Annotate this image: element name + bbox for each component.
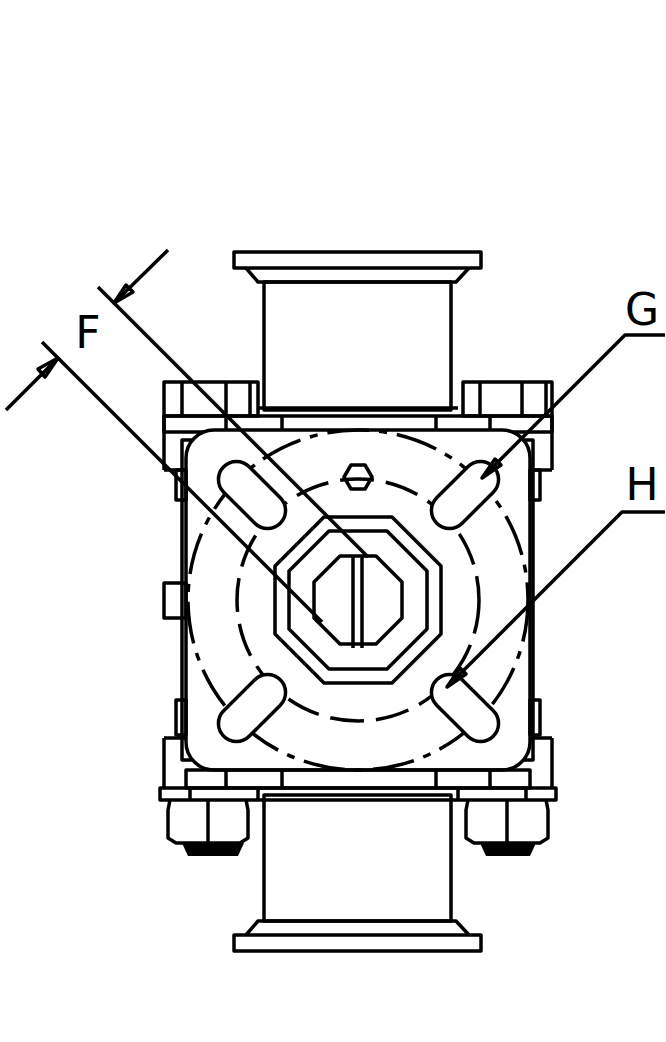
leader-line [447,512,665,687]
side-lug [530,700,540,735]
callout-letter: F [75,311,100,355]
dimension-line [6,358,58,410]
side-tab [164,583,186,618]
arrowhead [447,668,466,687]
extension-line [98,287,368,557]
clamp-flange [234,935,481,951]
tube [264,282,451,410]
side-lug [176,700,186,735]
plate [186,770,530,788]
tube [264,795,451,921]
arrowhead [114,285,133,303]
arrowhead [38,358,58,377]
arrowhead [482,459,501,478]
tube-edge [258,406,458,410]
clamp-taper [246,268,469,282]
side-lug [530,470,540,500]
flange [160,788,556,800]
stem [314,556,402,644]
slot [211,667,293,749]
pin [344,465,372,489]
bolt-head [463,382,552,416]
dimension-line [114,250,168,303]
extension-line [42,342,322,622]
clamp-taper [246,921,469,935]
leader-line [482,335,665,478]
slot [424,667,506,749]
thread-end [182,843,244,856]
nut [168,800,248,843]
nut [466,800,548,843]
bolt-circle [188,430,528,770]
callout-letter: G [625,288,659,332]
clamp-flange [234,252,481,268]
body [186,430,530,770]
callout-letter: H [625,463,658,507]
thread-end [480,843,536,856]
stem-housing [289,531,427,669]
plate [164,738,552,788]
